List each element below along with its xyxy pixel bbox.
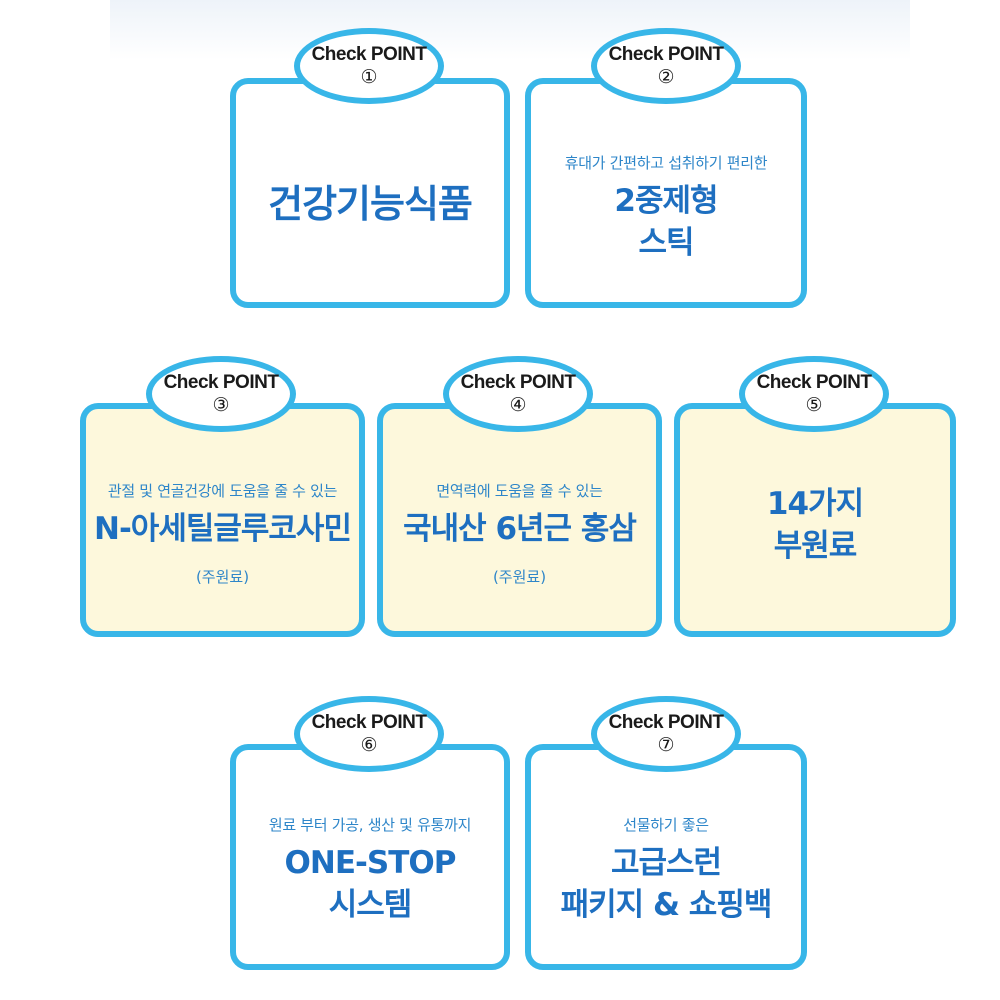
badge-number: ② bbox=[657, 66, 675, 88]
card-sub-ingredients: 14가지 부원료 bbox=[674, 403, 956, 637]
badge-number: ⑥ bbox=[360, 734, 378, 756]
card-main-text: 2중제형 bbox=[614, 183, 718, 219]
card-note: (주원료) bbox=[195, 568, 250, 586]
card-subtitle: 원료 부터 가공, 생산 및 유통까지 bbox=[268, 816, 472, 834]
badge-check-point-6: Check POINT ⑥ bbox=[294, 696, 444, 772]
card-main-text: 패키지 & 쇼핑백 bbox=[560, 887, 773, 923]
badge-title: Check POINT bbox=[608, 44, 724, 65]
badge-check-point-5: Check POINT ⑤ bbox=[739, 356, 889, 432]
badge-title: Check POINT bbox=[460, 372, 576, 393]
card-subtitle: 관절 및 연골건강에 도움을 줄 수 있는 bbox=[107, 482, 338, 500]
card-subtitle: 면역력에 도움을 줄 수 있는 bbox=[436, 482, 603, 500]
card-red-ginseng: 면역력에 도움을 줄 수 있는 국내산 6년근 홍삼 (주원료) bbox=[377, 403, 662, 637]
card-main-text: 14가지 bbox=[766, 486, 864, 522]
badge-check-point-2: Check POINT ② bbox=[591, 28, 741, 104]
top-background-fade bbox=[110, 0, 910, 60]
badge-title: Check POINT bbox=[608, 712, 724, 733]
card-subtitle: 휴대가 간편하고 섭취하기 편리한 bbox=[564, 154, 768, 172]
card-main-text: 건강기능식품 bbox=[268, 182, 473, 226]
card-one-stop-system: 원료 부터 가공, 생산 및 유통까지 ONE-STOP 시스템 bbox=[230, 744, 510, 970]
card-double-formulation-stick: 휴대가 간편하고 섭취하기 편리한 2중제형 스틱 bbox=[525, 78, 807, 308]
badge-check-point-1: Check POINT ① bbox=[294, 28, 444, 104]
card-n-acetylglucosamine: 관절 및 연골건강에 도움을 줄 수 있는 N-아세틸글루코사민 (주원료) bbox=[80, 403, 365, 637]
badge-number: ③ bbox=[212, 394, 230, 416]
card-subtitle: 선물하기 좋은 bbox=[623, 816, 709, 834]
card-main-text: 부원료 bbox=[773, 528, 858, 564]
badge-check-point-7: Check POINT ⑦ bbox=[591, 696, 741, 772]
badge-title: Check POINT bbox=[756, 372, 872, 393]
badge-number: ① bbox=[360, 66, 378, 88]
card-health-food: 건강기능식품 bbox=[230, 78, 510, 308]
card-main-text: ONE-STOP bbox=[284, 845, 457, 881]
badge-title: Check POINT bbox=[311, 712, 427, 733]
card-main-text: 스틱 bbox=[638, 225, 694, 261]
badge-title: Check POINT bbox=[311, 44, 427, 65]
badge-number: ④ bbox=[509, 394, 527, 416]
badge-number: ⑦ bbox=[657, 734, 675, 756]
card-main-text: 국내산 6년근 홍삼 bbox=[403, 511, 637, 547]
badge-check-point-4: Check POINT ④ bbox=[443, 356, 593, 432]
badge-check-point-3: Check POINT ③ bbox=[146, 356, 296, 432]
card-main-text: 시스템 bbox=[328, 887, 413, 923]
card-premium-package: 선물하기 좋은 고급스런 패키지 & 쇼핑백 bbox=[525, 744, 807, 970]
card-main-text: 고급스런 bbox=[610, 845, 722, 881]
badge-number: ⑤ bbox=[805, 394, 823, 416]
badge-title: Check POINT bbox=[163, 372, 279, 393]
card-main-text: N-아세틸글루코사민 bbox=[94, 511, 352, 547]
card-note: (주원료) bbox=[492, 568, 547, 586]
